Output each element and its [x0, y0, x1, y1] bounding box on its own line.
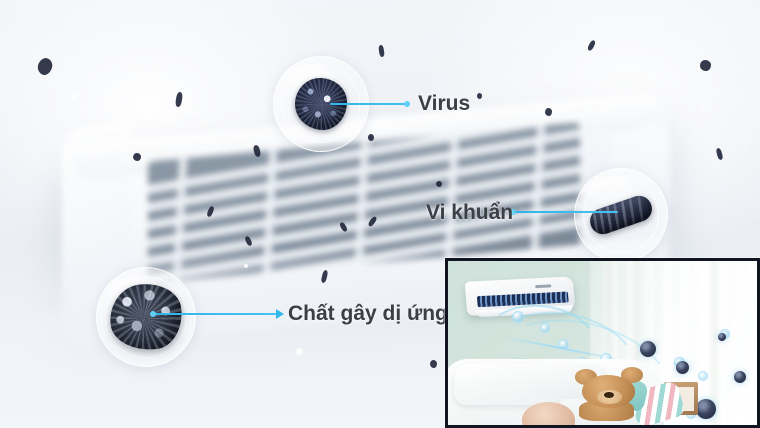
baby-head [522, 402, 575, 425]
captured-germ [734, 371, 746, 383]
air-particle [698, 371, 708, 381]
bacteria-magnifier-bubble [574, 168, 668, 262]
captured-germ [676, 361, 689, 374]
bacteria-leader-line [510, 209, 618, 215]
air-particle [558, 339, 569, 350]
captured-germ [696, 399, 716, 419]
captured-germ [640, 341, 656, 357]
captured-germ [718, 333, 726, 341]
inset-scene [448, 261, 757, 425]
virus-leader-line [330, 101, 410, 107]
teddy-bear [572, 366, 646, 421]
bubble-inner-ring [105, 276, 187, 358]
curtain-panel-right [707, 261, 721, 425]
teddy-nose [604, 392, 614, 398]
virus-particle-icon [295, 78, 347, 130]
allergen-arrow-head [276, 309, 284, 319]
allergen-label: Chất gây dị ứng [288, 302, 448, 325]
allergen-leader-line [150, 311, 278, 317]
allergen-magnifier-bubble [96, 267, 196, 367]
virus-label: Virus [418, 92, 471, 115]
bacteria-label: Vi khuẩn [426, 201, 514, 224]
air-particle [512, 311, 524, 323]
inset-photo [445, 258, 760, 428]
air-particle [540, 323, 550, 333]
